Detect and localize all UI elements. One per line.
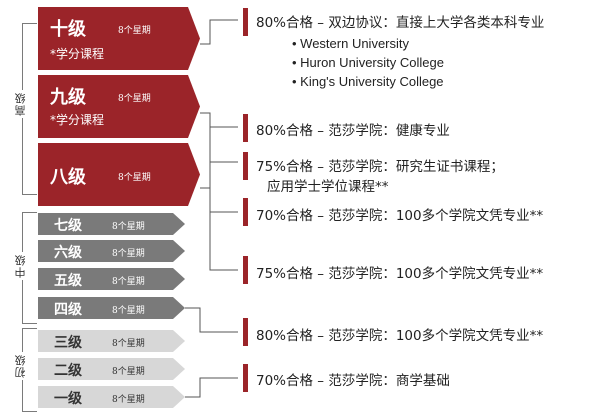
grade-9: 九级 8个星期 *学分课程: [38, 75, 200, 138]
connector-grade9: [200, 112, 238, 128]
connector-grade4: [185, 307, 238, 333]
connector-grade8: [200, 187, 238, 271]
grade-6: 六级 8个星期: [38, 240, 185, 262]
grade-10-name: 十级: [50, 19, 86, 40]
outcome-1-bullet-2: • Huron University College: [292, 55, 444, 70]
outcome-7-marker: [243, 364, 248, 392]
outcome-3-text: 75%合格 – 范莎学院：研究生证书课程；: [256, 159, 504, 175]
grade-5-name: 五级: [54, 273, 82, 289]
outcome-6-marker: [243, 318, 248, 346]
outcome-1-marker: [243, 8, 248, 36]
grade-6-weeks: 8个星期: [112, 249, 145, 259]
outcome-1-text: 80%合格 – 双边协议：直接上大学各类本科专业: [256, 15, 545, 31]
grade-8-name: 八级: [50, 167, 86, 188]
grade-3: 三级 8个星期: [38, 330, 185, 352]
grade-1-name: 一级: [54, 391, 82, 407]
grade-9-name: 九级: [50, 87, 86, 108]
grade-3-name: 三级: [54, 335, 82, 351]
connector-grade9-c: [209, 162, 238, 213]
outcome-4-marker: [243, 198, 248, 226]
grade-9-note: *学分课程: [50, 113, 105, 127]
grade-8: 八级 8个星期: [38, 143, 200, 206]
outcome-2-marker: [243, 114, 248, 142]
outcome-3-text-2: 应用学士学位课程**: [267, 179, 389, 195]
outcome-3-marker: [243, 152, 248, 180]
grade-4-name: 四级: [54, 302, 82, 318]
outcome-4-text: 70%合格 – 范莎学院：100多个学院文凭专业**: [256, 208, 544, 224]
outcome-1-bullet-3: • King's University College: [292, 74, 444, 89]
grade-4-weeks: 8个星期: [112, 306, 145, 316]
grade-9-weeks: 8个星期: [118, 94, 151, 104]
grade-10: 十级 8个星期 *学分课程: [38, 7, 200, 70]
group-label-junior: 初级: [13, 352, 29, 380]
grade-7-name: 七级: [54, 218, 82, 234]
outcome-2-text: 80%合格 – 范莎学院：健康专业: [256, 123, 450, 139]
outcome-6-text: 80%合格 – 范莎学院：100多个学院文凭专业**: [256, 328, 544, 344]
grade-8-weeks: 8个星期: [118, 173, 151, 183]
grade-1: 一级 8个星期: [38, 386, 185, 408]
grade-5-weeks: 8个星期: [112, 277, 145, 287]
outcome-5-marker: [243, 256, 248, 284]
grade-2: 二级 8个星期: [38, 358, 185, 380]
connector-grade10: [200, 19, 238, 45]
grade-3-weeks: 8个星期: [112, 339, 145, 349]
grade-2-weeks: 8个星期: [112, 367, 145, 377]
outcome-1-bullet-1: • Western University: [292, 36, 410, 51]
grade-2-name: 二级: [54, 363, 82, 379]
group-label-senior: 高级: [13, 90, 29, 118]
connector-grade9-b: [209, 113, 238, 163]
connector-grade1: [185, 377, 238, 398]
grade-4: 四级 8个星期: [38, 297, 185, 319]
grade-10-weeks: 8个星期: [118, 26, 151, 36]
outcome-5-text: 75%合格 – 范莎学院：100多个学院文凭专业**: [256, 266, 544, 282]
grade-7-weeks: 8个星期: [112, 222, 145, 232]
group-label-middle: 中级: [13, 252, 29, 280]
grade-5: 五级 8个星期: [38, 268, 185, 290]
outcome-7-text: 70%合格 – 范莎学院：商学基础: [256, 373, 450, 389]
grade-10-note: *学分课程: [50, 47, 105, 61]
grade-6-name: 六级: [54, 245, 82, 261]
grade-1-weeks: 8个星期: [112, 395, 145, 405]
grade-7: 七级 8个星期: [38, 213, 185, 235]
